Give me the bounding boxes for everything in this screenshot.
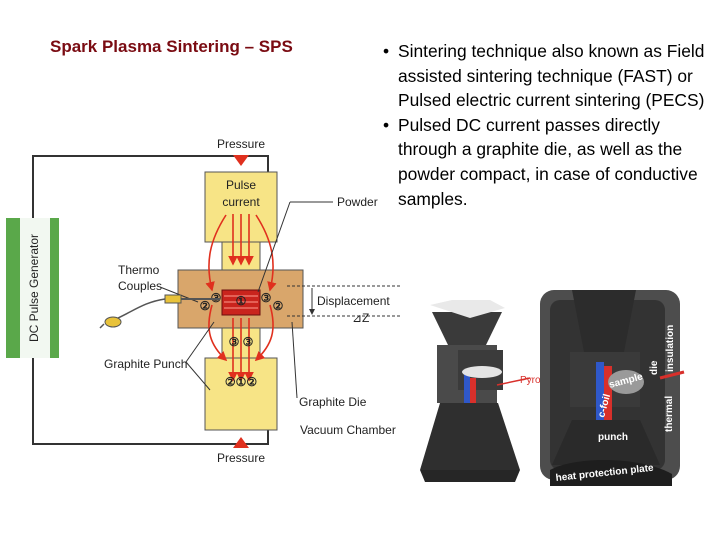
current-arrows	[205, 214, 277, 382]
delta-z-label: ⊿Z	[352, 311, 369, 325]
circuit-wire	[32, 155, 269, 218]
graphite-die-label: Graphite Die	[299, 395, 367, 409]
marker-1: ①	[236, 294, 247, 308]
pressure-arrow-up-icon	[233, 437, 249, 448]
thermal-label: thermal	[664, 396, 675, 432]
bullet-list: Sintering technique also known as Field …	[383, 39, 713, 211]
c-foil-blue-right	[596, 362, 604, 422]
pressure-bottom-label: Pressure	[217, 451, 265, 465]
current-label: current	[222, 195, 260, 209]
insulation-label: insulation	[665, 325, 676, 372]
marker-3: ③	[229, 335, 240, 349]
die-label: die	[649, 360, 660, 375]
generator-label-panel	[20, 218, 50, 358]
marker-2: ②	[273, 299, 284, 313]
marker-3: ③	[243, 335, 254, 349]
marker-2: ②	[200, 299, 211, 313]
thermocouples-label-line2: Couples	[118, 279, 162, 293]
upper-punch-cone	[432, 312, 502, 345]
vacuum-chamber-label: Vacuum Chamber	[300, 423, 396, 437]
slide-title: Spark Plasma Sintering – SPS	[50, 37, 293, 56]
thermocouples-label-line1: Thermo	[118, 263, 160, 277]
thermocouple-plug	[104, 316, 122, 328]
thermocouple-wire	[117, 298, 166, 319]
c-foil-red	[470, 378, 476, 412]
circuit-wire	[32, 358, 269, 445]
bullet-item: Pulsed DC current passes directly throug…	[383, 113, 713, 211]
c-foil-red-right	[604, 366, 612, 422]
bullet-item: Sintering technique also known as Field …	[383, 39, 713, 113]
punch-label: punch	[598, 432, 628, 443]
marker-3: ③	[261, 291, 272, 305]
marker-row-bottom: ②①②	[225, 375, 258, 389]
heat-protection-plate	[550, 459, 672, 486]
powder-label: Powder	[337, 195, 378, 209]
upper-punch-top	[430, 300, 505, 318]
pulse-label: Pulse	[226, 178, 256, 192]
sample-disc	[462, 366, 502, 378]
pressure-top-label: Pressure	[217, 137, 265, 151]
c-foil-blue	[464, 374, 470, 410]
lower-punch-right	[552, 420, 660, 465]
graphite-punch-label: Graphite Punch	[104, 357, 187, 371]
sample-right	[608, 370, 644, 394]
upper-punch-right	[572, 290, 636, 352]
pressure-arrow-down-icon	[233, 155, 249, 166]
generator-label: DC Pulse Generator	[27, 234, 41, 342]
displacement-label: Displacement	[317, 294, 390, 308]
lower-punch-cone	[420, 403, 520, 470]
